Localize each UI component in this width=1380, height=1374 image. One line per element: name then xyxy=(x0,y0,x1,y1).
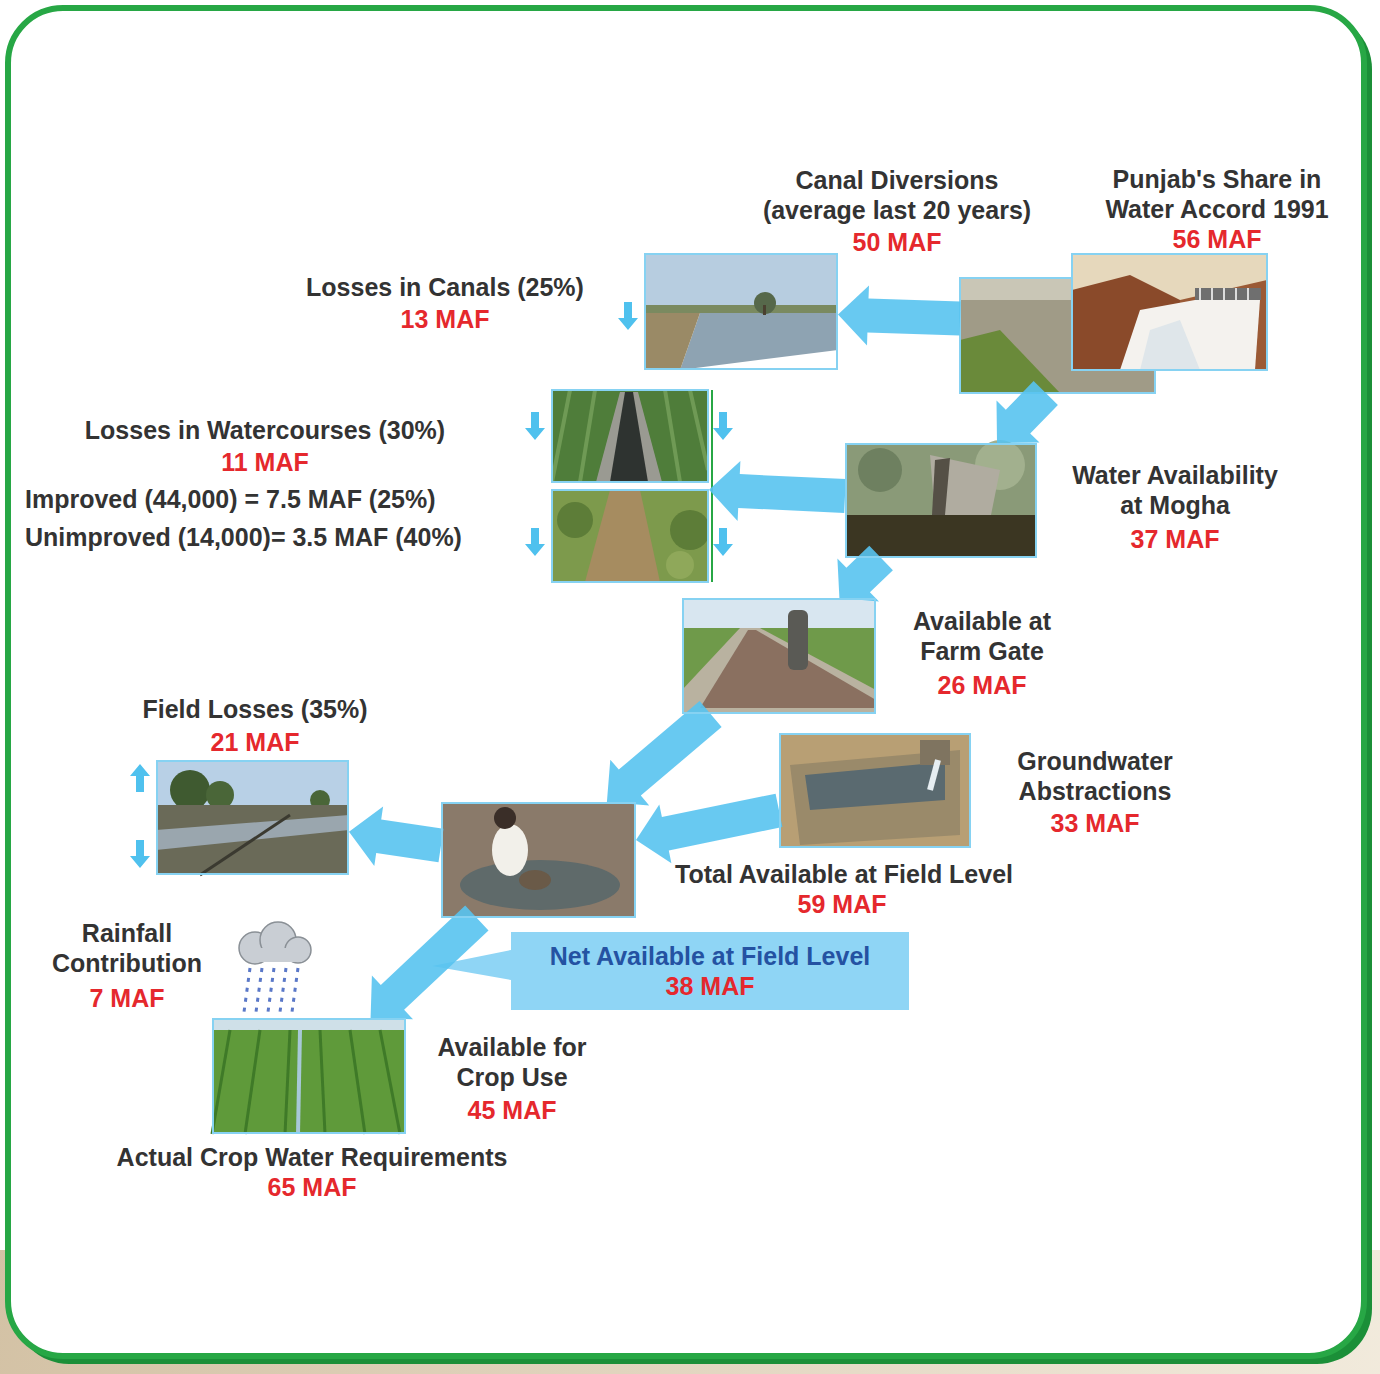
value-label: 65 MAF xyxy=(212,1172,412,1202)
photo-box: Available at Farm Gate26 MAF xyxy=(682,598,876,714)
value-label: 37 MAF xyxy=(1075,524,1275,554)
node-label: Net Available at Field Level xyxy=(550,941,870,971)
flow-arrow xyxy=(607,701,722,806)
flow-arrow xyxy=(636,794,782,864)
photo-box: Available for Crop Use45 MAFActual Crop … xyxy=(212,1018,406,1134)
value-label: 26 MAF xyxy=(882,670,1082,700)
flow-arrow xyxy=(371,906,489,1020)
node-label: Canal Diversions (average last 20 years) xyxy=(747,165,1047,225)
node-label: Field Losses (35%) xyxy=(105,694,405,724)
photo-box: Canal Diversions (average last 20 years)… xyxy=(644,253,838,370)
value-label: 45 MAF xyxy=(412,1095,612,1125)
photo-box: Field Losses (35%)21 MAF xyxy=(156,760,349,875)
photo-box: Punjab's Share in Water Accord 199156 MA… xyxy=(960,254,1267,393)
node-label: Actual Crop Water Requirements xyxy=(92,1142,532,1172)
node-label: Punjab's Share in Water Accord 1991 xyxy=(1087,164,1347,224)
summary-box: Net Available at Field Level38 MAF xyxy=(511,932,909,1010)
node-label: Available at Farm Gate xyxy=(892,606,1072,666)
value-label: 21 MAF xyxy=(155,727,355,757)
photo-box: Total Available at Field Level59 MAF xyxy=(441,802,636,918)
photo-box: Water Availability at Mogha37 MAF xyxy=(845,443,1037,558)
value-label: 33 MAF xyxy=(995,808,1195,838)
node-label: Groundwater Abstractions xyxy=(980,746,1210,806)
node-label: Losses in Canals (25%) xyxy=(245,272,645,302)
value-label: 50 MAF xyxy=(797,227,997,257)
flow-arrow xyxy=(709,461,846,521)
node-label: Total Available at Field Level xyxy=(634,859,1054,889)
node-label: Improved (44,000) = 7.5 MAF (25%) xyxy=(25,484,520,514)
flow-arrow xyxy=(997,381,1058,443)
value-label: 7 MAF xyxy=(47,983,207,1013)
photo-box: Groundwater Abstractions33 MAF xyxy=(779,733,971,848)
value-label: 59 MAF xyxy=(742,889,942,919)
node-label: Available for Crop Use xyxy=(417,1032,607,1092)
value-label: 56 MAF xyxy=(1117,224,1317,254)
flow-arrow xyxy=(349,807,444,866)
photo-box: Rainfall Contribution7 MAF xyxy=(232,928,312,1013)
value-label: 11 MAF xyxy=(165,447,365,477)
value-label: 38 MAF xyxy=(666,971,755,1001)
flow-arrow xyxy=(838,286,961,346)
node-label: Unimproved (14,000)= 3.5 MAF (40%) xyxy=(25,522,520,552)
node-label: Losses in Watercourses (30%) xyxy=(35,415,495,445)
node-label: Rainfall Contribution xyxy=(37,918,217,978)
node-label: Water Availability at Mogha xyxy=(1065,460,1285,520)
photo-box: Losses in Watercourses (30%)11 MAFImprov… xyxy=(552,390,709,582)
value-label: 13 MAF xyxy=(345,304,545,334)
